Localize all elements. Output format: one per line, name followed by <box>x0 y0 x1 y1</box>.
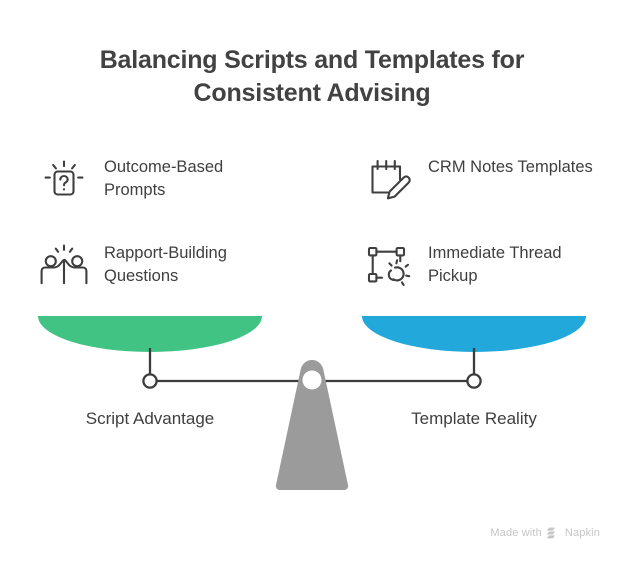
feature-item-crm-notes-templates: CRM Notes Templates <box>362 152 593 205</box>
hanger-ring-left <box>142 373 158 389</box>
feature-label: Immediate Thread Pickup <box>428 244 562 286</box>
feature-item-outcome-based-prompts: Outcome-Based Prompts <box>38 152 284 205</box>
feature-label: Rapport-Building Questions <box>104 244 227 286</box>
watermark-made-with-text: Made with <box>490 527 542 539</box>
napkin-chevrons-icon <box>546 527 560 539</box>
scale-label-right: Template Reality <box>411 409 537 428</box>
question-card-icon <box>38 153 90 205</box>
scale-pan-right <box>362 316 586 352</box>
balance-scale <box>0 300 624 500</box>
page-title: Balancing Scripts and Templates for Cons… <box>99 46 525 107</box>
feature-item-immediate-thread-pickup: Immediate Thread Pickup <box>362 238 608 291</box>
feature-label: CRM Notes Templates <box>428 158 593 176</box>
notepad-pencil-icon <box>362 153 414 205</box>
hanger-ring-right <box>466 373 482 389</box>
feature-label: Outcome-Based Prompts <box>104 158 224 200</box>
selection-cursor-icon <box>362 239 414 291</box>
feature-item-rapport-building-questions: Rapport-Building Questions <box>38 238 284 291</box>
watermark-brand-text: Napkin <box>564 527 600 539</box>
napkin-watermark[interactable]: Made with Napkin <box>490 527 600 539</box>
scale-fulcrum <box>275 360 349 491</box>
scale-label-left: Script Advantage <box>85 409 215 428</box>
people-high-five-icon <box>38 239 90 291</box>
scale-pivot <box>302 370 322 390</box>
scale-pan-left <box>38 316 262 352</box>
